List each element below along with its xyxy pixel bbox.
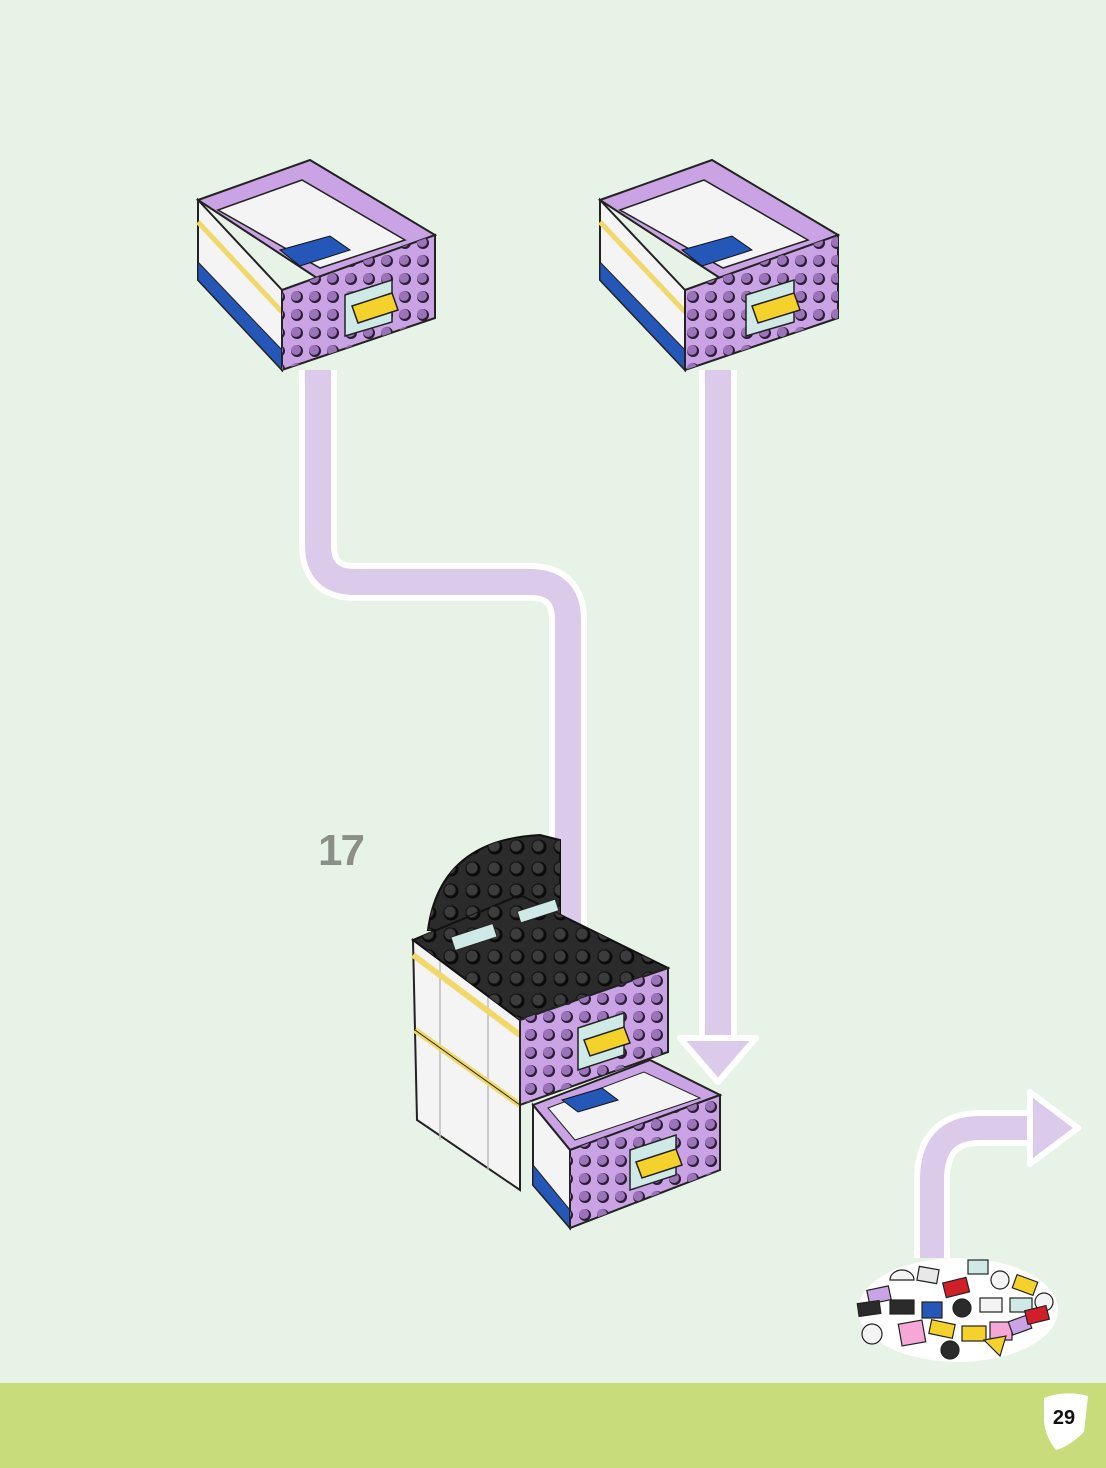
drawer-left <box>195 158 438 373</box>
main-model <box>411 833 723 1231</box>
footer-band <box>0 1383 1106 1468</box>
drawer-assembly-icon <box>597 158 841 373</box>
arrow-right <box>677 370 759 1085</box>
jewelry-box-model-icon <box>411 833 723 1231</box>
drawer-right <box>597 158 841 373</box>
loose-pieces <box>856 1258 1058 1362</box>
page-badge <box>1044 1393 1088 1450</box>
loose-pieces-icon <box>856 1258 1058 1362</box>
step-number: 17 <box>318 826 365 875</box>
drawer-assembly-icon <box>195 158 438 373</box>
page-number: 29 <box>1052 1407 1076 1429</box>
next-step-arrow <box>914 1089 1081 1258</box>
